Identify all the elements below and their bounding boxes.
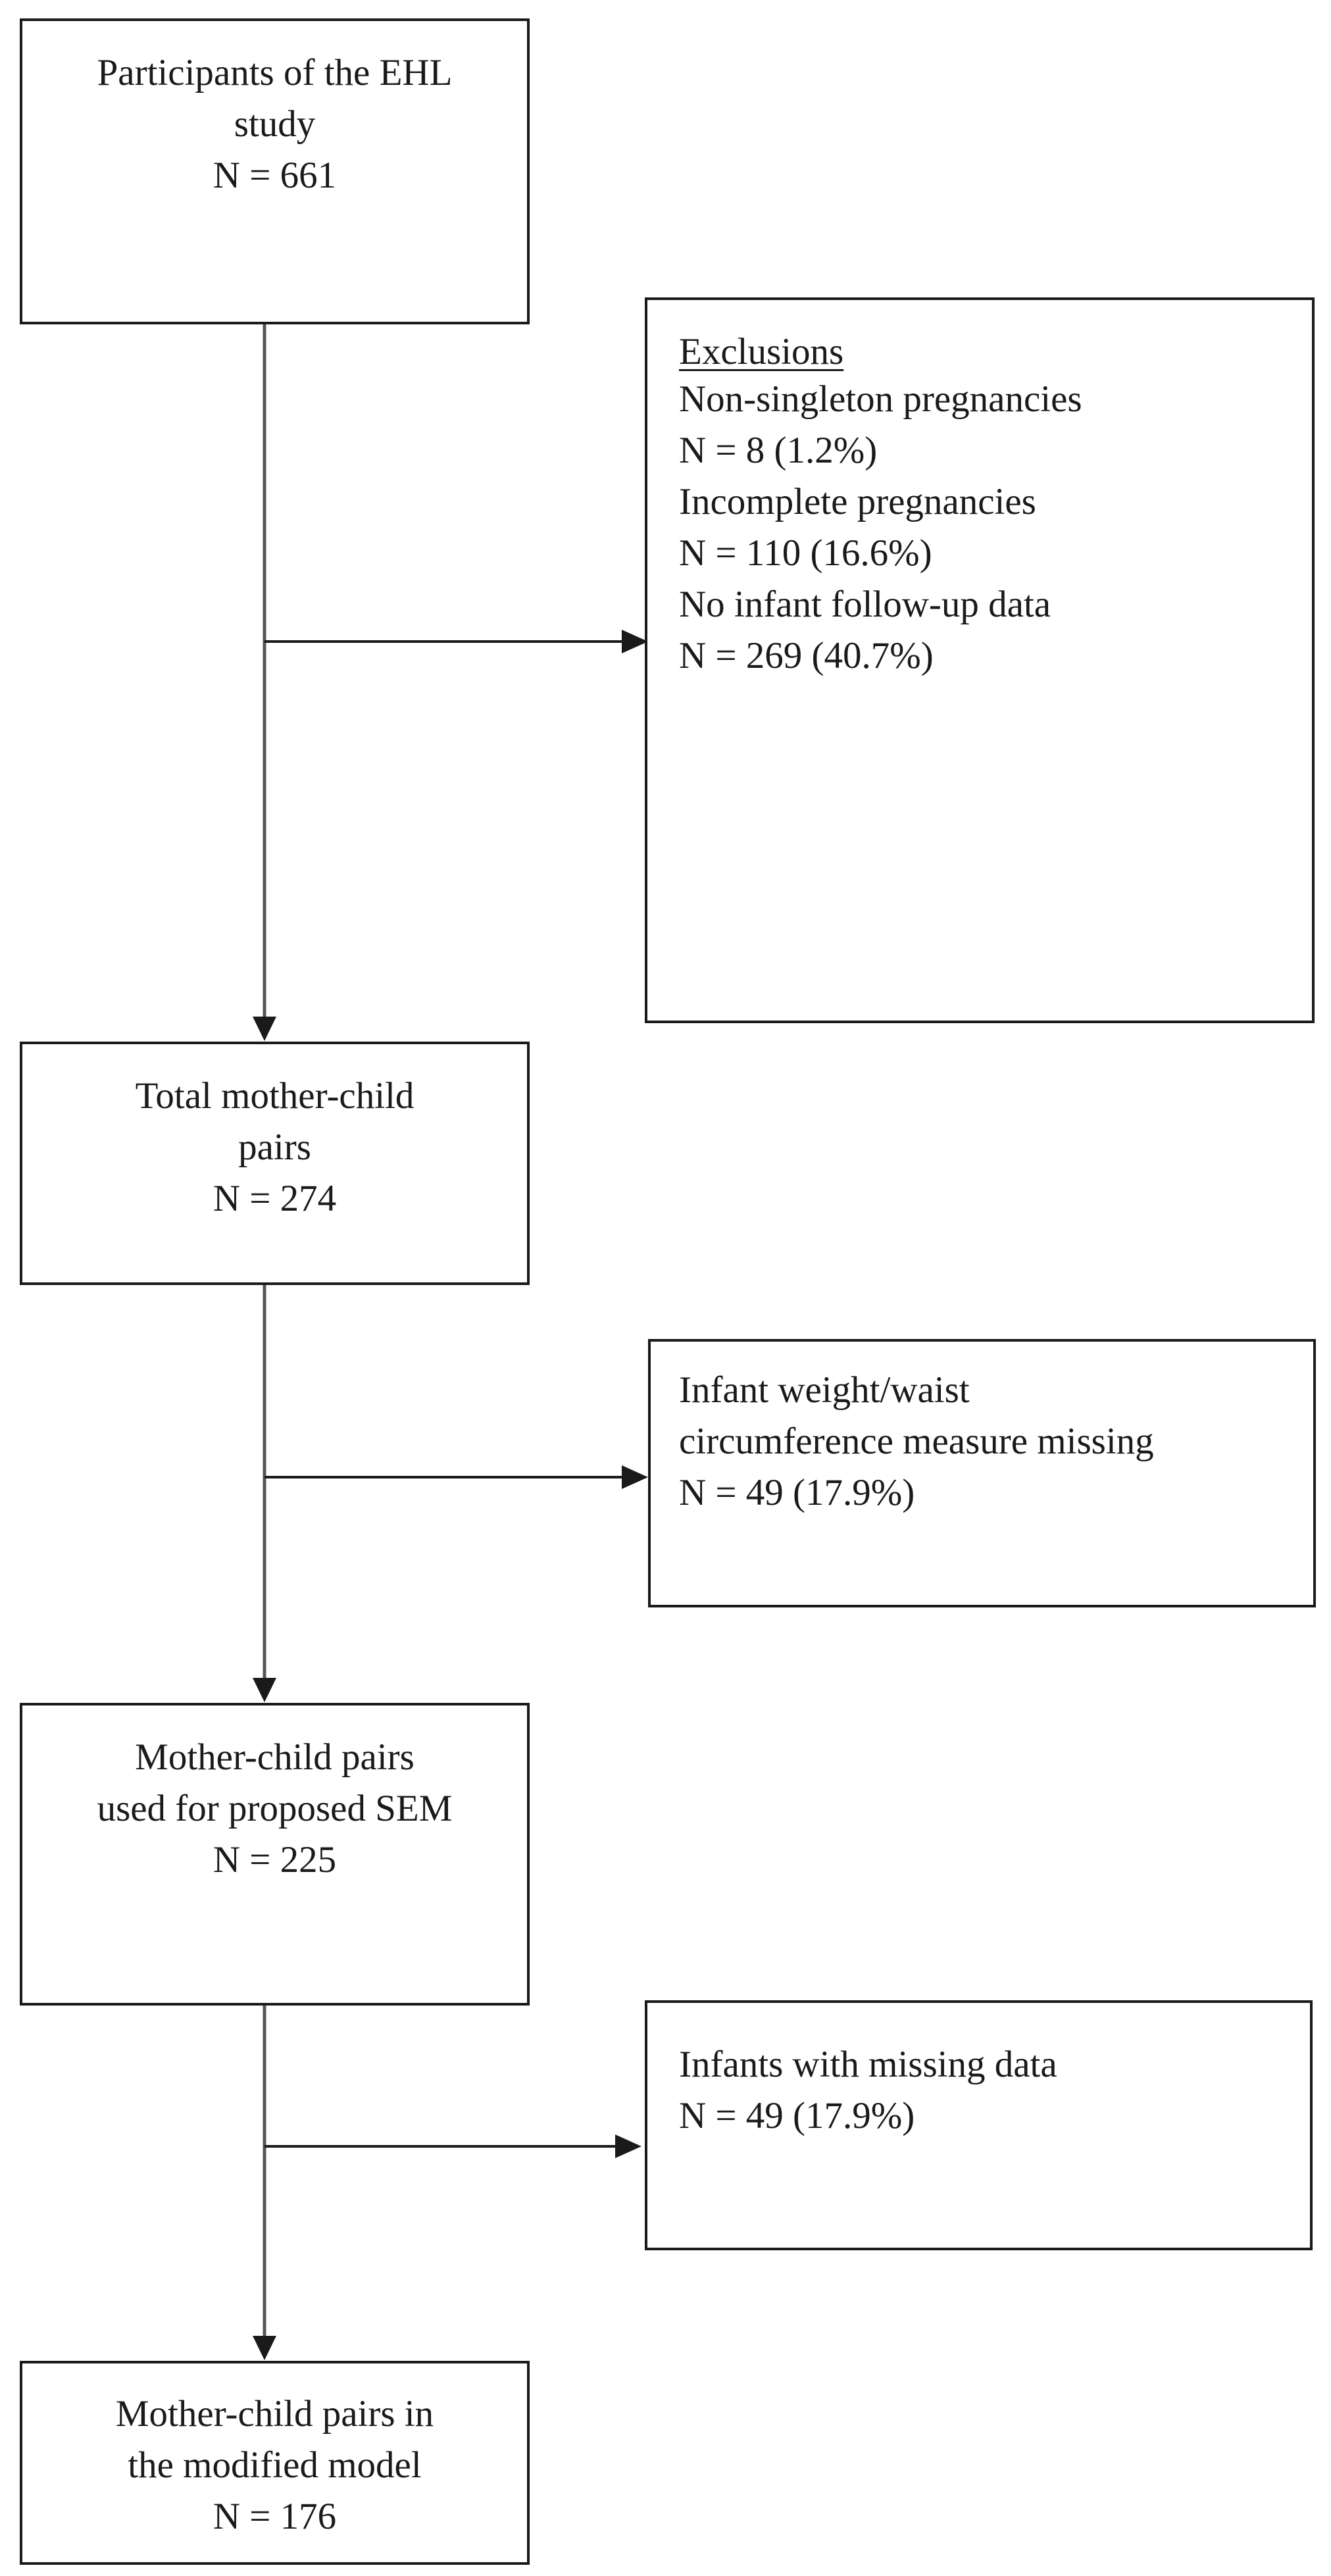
box-participants-line-1: Participants of the EHL (97, 52, 453, 93)
exclusion-non-singleton-label: Non-singleton pregnancies (679, 378, 1082, 420)
box-sem-pairs: Mother-child pairs used for proposed SEM… (20, 1703, 530, 2006)
box-sem-pairs-line-2: used for proposed SEM (97, 1788, 453, 1829)
missing-measures-line-2: circumference measure missing (679, 1421, 1154, 1462)
box-exclusions: Exclusions Non-singleton pregnancies N =… (645, 297, 1315, 1023)
box-modified-model: Mother-child pairs in the modified model… (20, 2361, 530, 2565)
exclusion-non-singleton-count: N = 8 (1.2%) (679, 430, 878, 471)
box-participants: Participants of the EHL study N = 661 (20, 18, 530, 324)
box-sem-pairs-count: N = 225 (213, 1839, 337, 1881)
exclusion-no-followup-label: No infant follow-up data (679, 584, 1051, 625)
exclusion-arrows (264, 630, 648, 2158)
box-missing-measures: Infant weight/waist circumference measur… (648, 1339, 1316, 1607)
exclusion-incomplete-count: N = 110 (16.6%) (679, 532, 932, 574)
arrowhead-box2-to-box3 (253, 1678, 276, 1702)
exclusion-incomplete-label: Incomplete pregnancies (679, 481, 1036, 522)
missing-measures-count: N = 49 (17.9%) (679, 1472, 915, 1513)
box-total-pairs: Total mother-child pairs N = 274 (20, 1042, 530, 1285)
missing-data-line-1: Infants with missing data (679, 2044, 1057, 2085)
arrowhead-box1-to-box2 (253, 1017, 276, 1041)
box-participants-count: N = 661 (213, 155, 337, 196)
arrowhead-exclusions-2 (622, 1465, 648, 1489)
arrowhead-box3-to-box4 (253, 2336, 276, 2360)
box-participants-line-2: study (234, 103, 316, 145)
arrowhead-exclusions-3 (615, 2134, 641, 2158)
exclusion-no-followup-count: N = 269 (40.7%) (679, 635, 934, 676)
box-sem-pairs-line-1: Mother-child pairs (135, 1736, 414, 1778)
box-missing-data: Infants with missing data N = 49 (17.9%) (645, 2000, 1313, 2250)
arrowhead-exclusions-1 (622, 630, 648, 653)
box-total-pairs-count: N = 274 (213, 1178, 337, 1219)
box-total-pairs-line-1: Total mother-child (135, 1075, 414, 1117)
missing-measures-line-1: Infant weight/waist (679, 1369, 970, 1411)
missing-data-count: N = 49 (17.9%) (679, 2095, 915, 2136)
box-modified-model-line-2: the modified model (128, 2444, 422, 2486)
box-modified-model-count: N = 176 (213, 2496, 337, 2537)
main-flow-arrows (253, 324, 276, 2360)
box-total-pairs-line-2: pairs (238, 1126, 311, 1168)
box-modified-model-line-1: Mother-child pairs in (115, 2393, 434, 2435)
exclusions-heading: Exclusions (679, 331, 844, 372)
